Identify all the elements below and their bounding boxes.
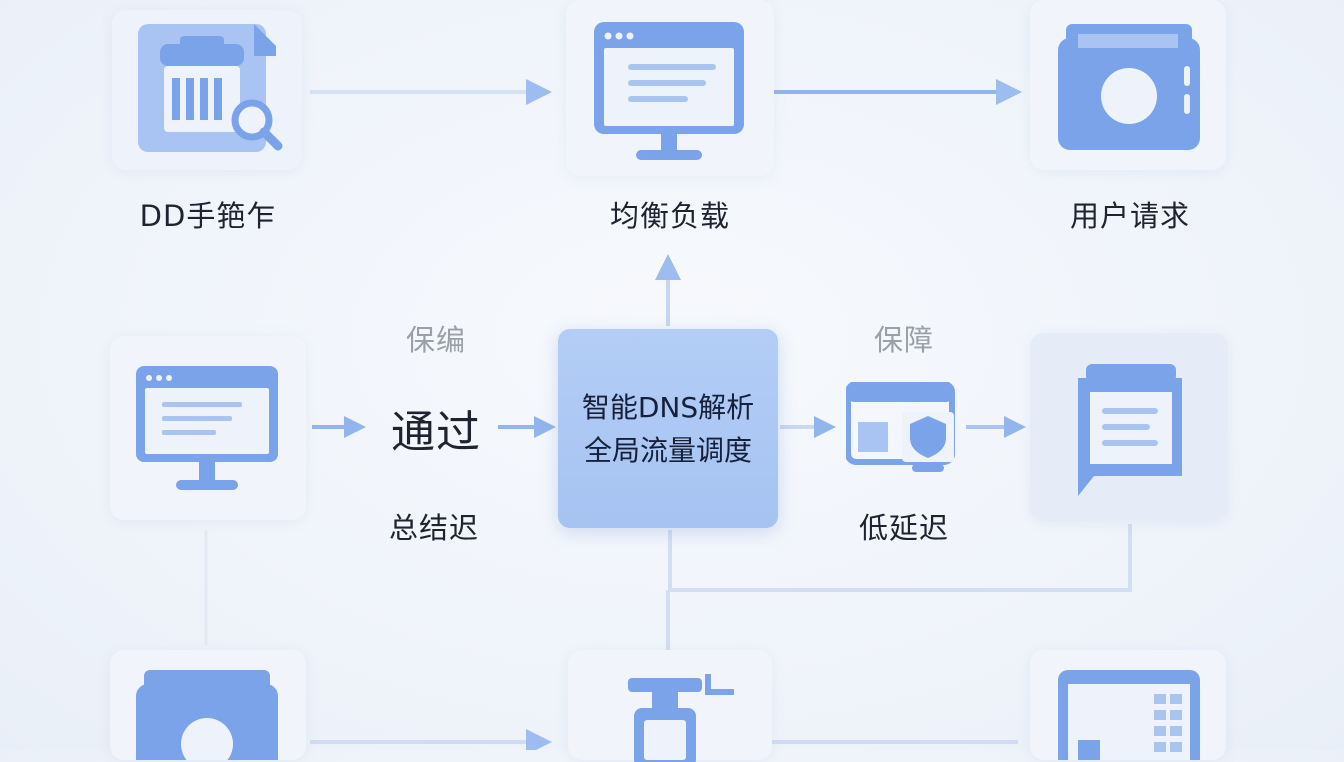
- browser-security-icon: [846, 382, 955, 472]
- center-line-2: 全局流量调度: [583, 433, 752, 467]
- document-search-icon: [138, 24, 283, 152]
- label-top-right: 用户请求: [1069, 199, 1191, 233]
- monitor-icon-mid: [136, 366, 278, 490]
- chat-document-icon: [1078, 364, 1182, 496]
- label-mid-left-main: 通过: [391, 407, 481, 458]
- camera-icon-bottom: [136, 670, 278, 760]
- label-mid-left-top: 保编: [405, 323, 467, 357]
- center-line-1: 智能DNS解析: [581, 390, 755, 424]
- label-mid-right-bottom: 低延迟: [858, 511, 950, 545]
- label-top-left: DD手筢乍: [139, 199, 277, 233]
- feedback-line: [668, 524, 1132, 592]
- monitor-icon-top: [594, 22, 744, 160]
- label-mid-right-top: 保障: [873, 323, 935, 357]
- server-bottle-icon: [628, 674, 734, 762]
- camera-icon-top: [1058, 24, 1200, 150]
- dns-center-box: 智能DNS解析 全局流量调度: [558, 329, 778, 528]
- spreadsheet-icon: [1058, 670, 1200, 760]
- label-mid-left-bottom: 总结迟: [388, 511, 480, 545]
- label-top-center: 均衡负载: [609, 199, 731, 233]
